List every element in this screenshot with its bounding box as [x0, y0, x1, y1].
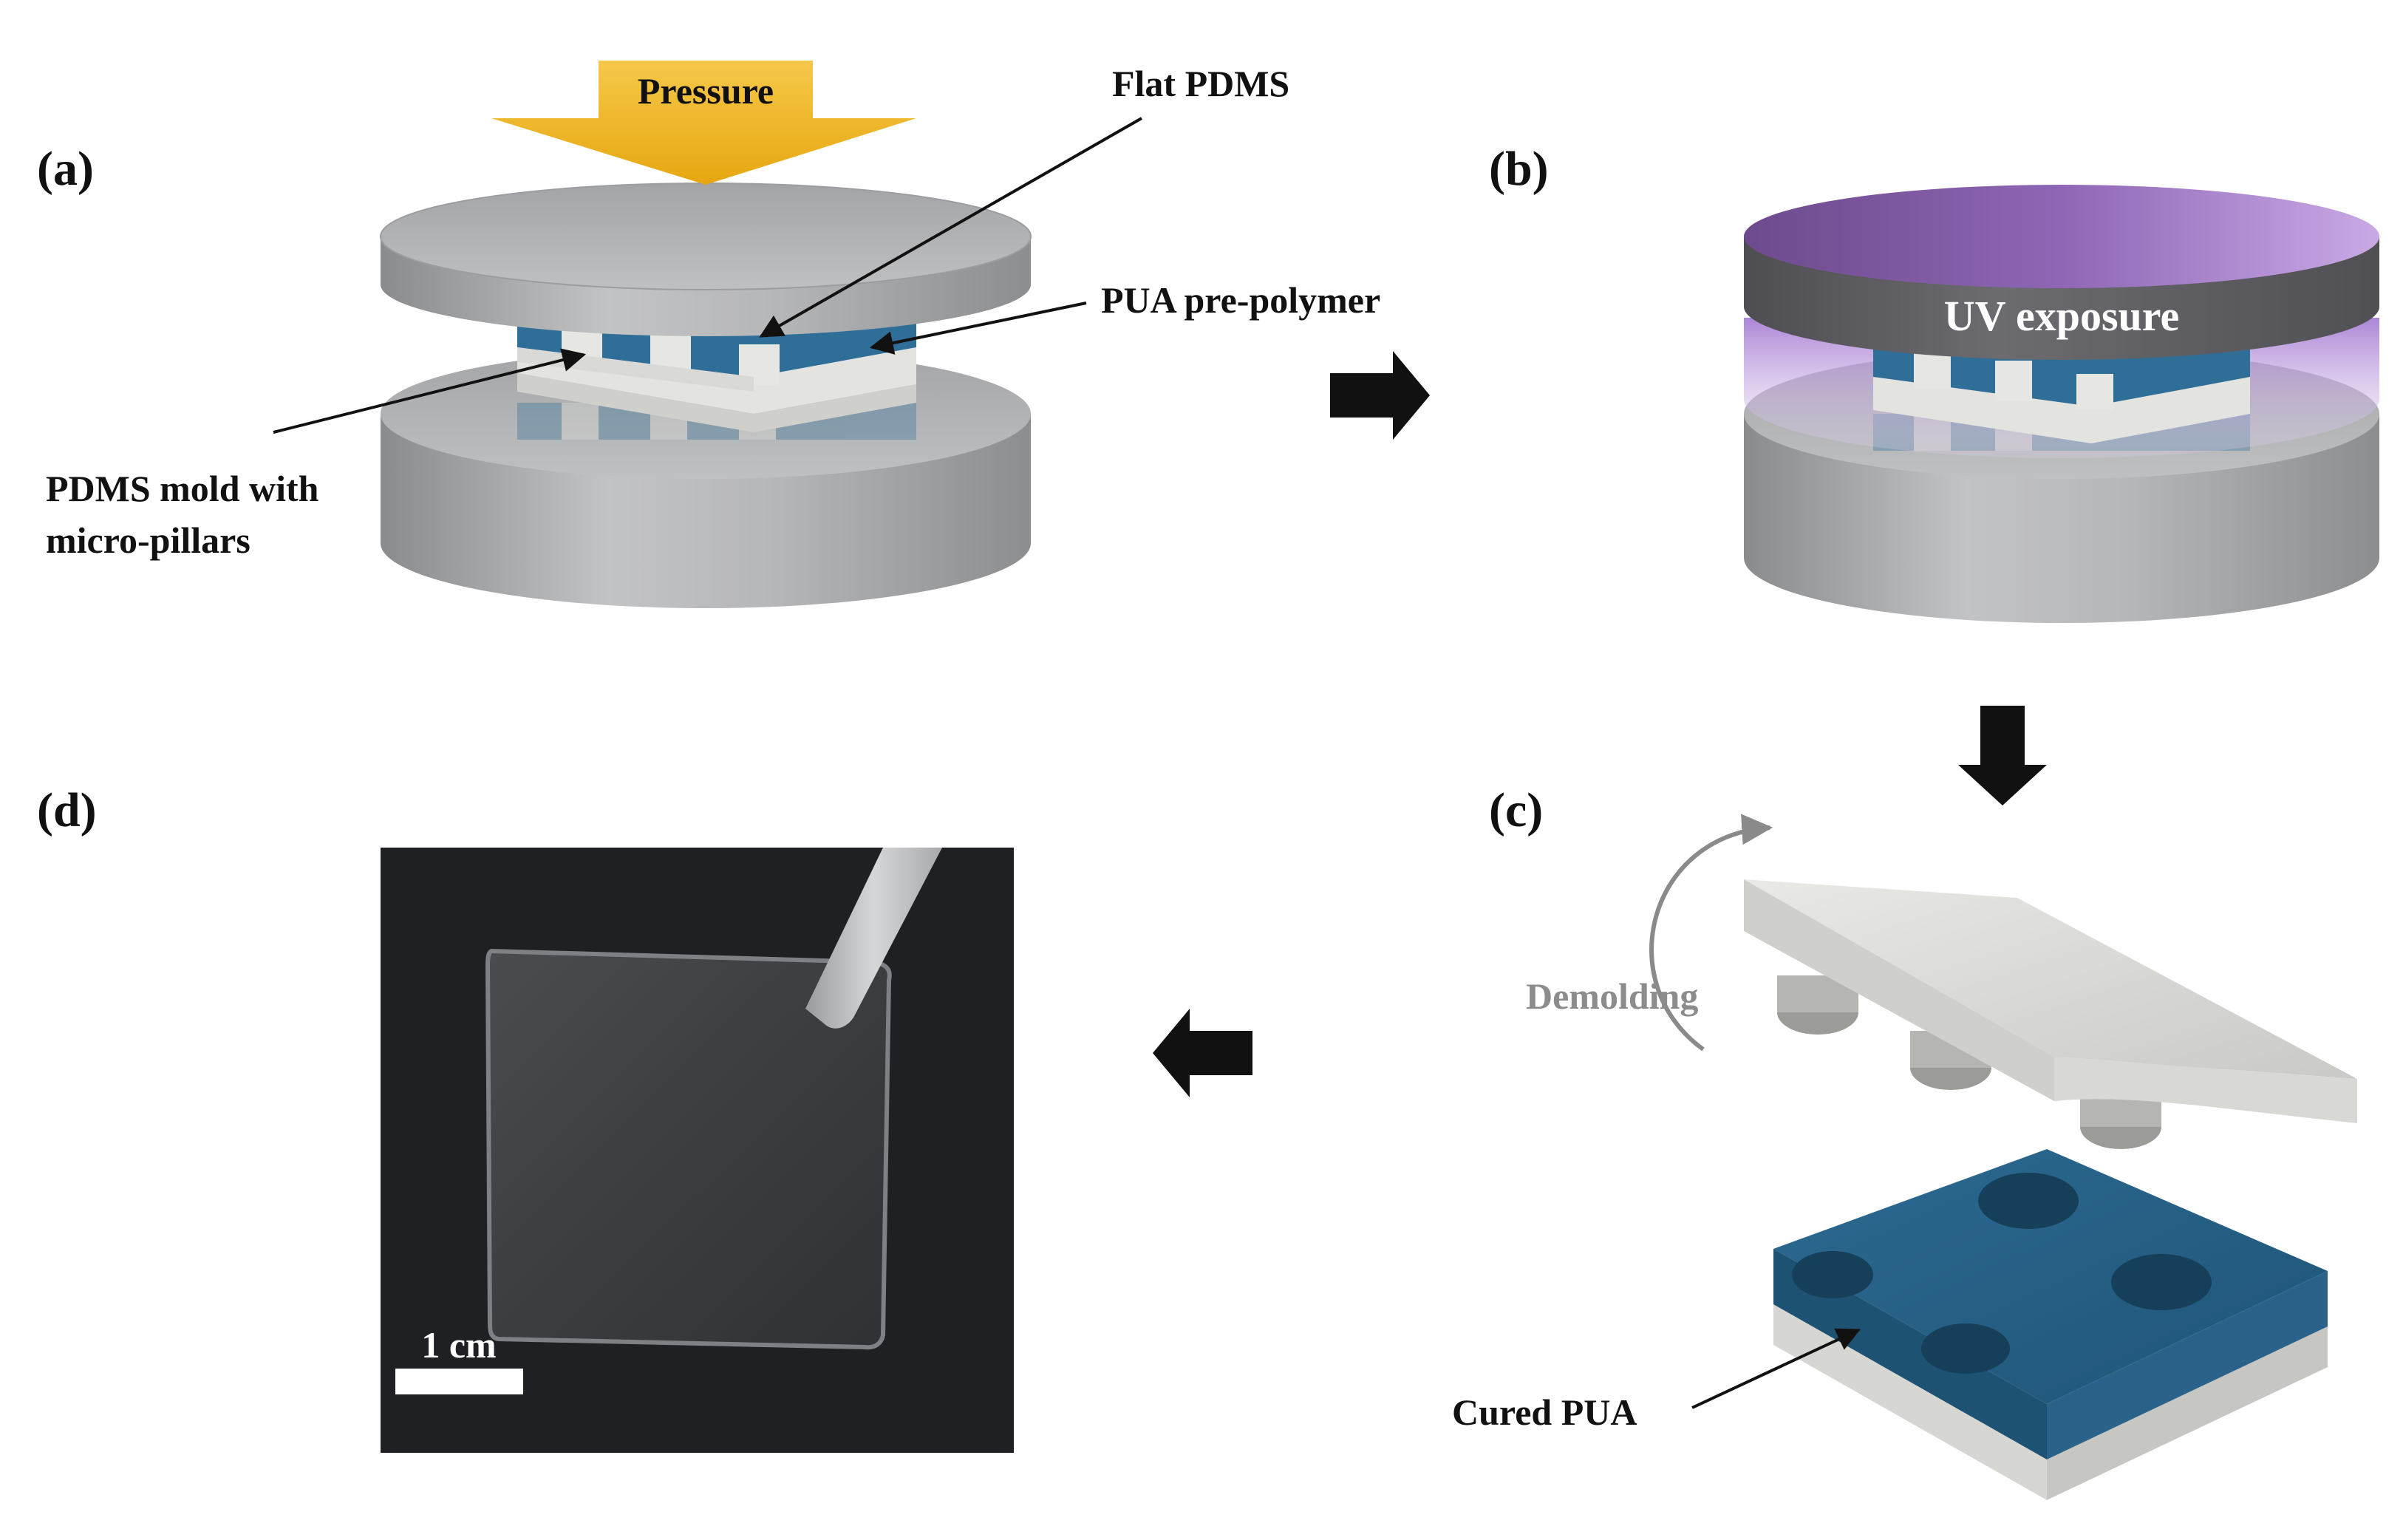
cured-pua-block: [1773, 1149, 2328, 1500]
arrow-down-icon: [1958, 706, 2047, 805]
cured-pua-pointer: [1691, 1328, 1861, 1409]
mold-label-line1: PDMS mold with: [46, 468, 319, 509]
panel-d-tag: (d): [37, 783, 97, 837]
pressure-label: Pressure: [638, 70, 774, 112]
spatula-icon: [805, 848, 942, 1029]
panel-c: (c) Demolding: [1452, 783, 2357, 1500]
top-press-plate: [380, 183, 1032, 336]
cured-pua-label: Cured PUA: [1452, 1391, 1637, 1433]
arrow-right-icon: [1330, 351, 1430, 440]
mold-stack-b: [1873, 347, 2250, 443]
demolding-arrow: [1649, 814, 1773, 1052]
panel-a-tag: (a): [37, 142, 94, 196]
arrow-left-icon: [1153, 1009, 1252, 1097]
uv-lamp-plate: [1744, 185, 2379, 360]
flat-pdms-label: Flat PDMS: [1112, 63, 1289, 104]
scale-bar-label: 1 cm: [421, 1324, 496, 1366]
demolding-label: Demolding: [1526, 975, 1698, 1017]
mold-pointer: [273, 348, 587, 434]
pressure-arrow: Pressure: [491, 61, 916, 185]
pua-prepolymer-pointer: [869, 301, 1087, 355]
panel-b: (b) UV exposure: [1489, 142, 2379, 623]
cured-pua-film: [485, 948, 892, 1350]
mold-label-line2: micro-pillars: [46, 519, 250, 561]
flat-pdms-pointer: [759, 117, 1142, 338]
panel-c-tag: (c): [1489, 783, 1543, 837]
panel-a: (a): [37, 61, 1380, 608]
uv-exposure-label: UV exposure: [1944, 292, 2180, 340]
scale-bar: [395, 1369, 523, 1394]
panel-b-tag: (b): [1489, 142, 1549, 196]
sample-photograph: 1 cm: [381, 848, 1014, 1453]
lifted-pdms-mold: [1744, 879, 2357, 1149]
pua-prepolymer-label: PUA pre-polymer: [1101, 279, 1380, 321]
